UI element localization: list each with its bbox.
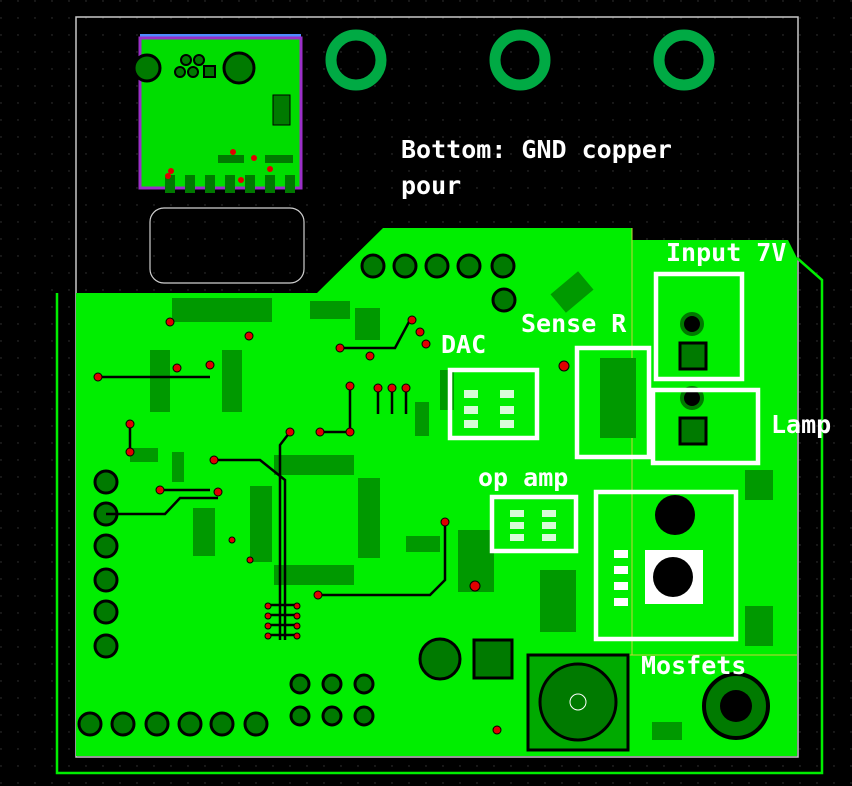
mosfets-box xyxy=(593,489,739,642)
pour-outline xyxy=(55,257,824,775)
silkscreen-boxes xyxy=(447,271,761,642)
input-7v-label: Input 7V xyxy=(666,238,787,267)
op-amp-box xyxy=(489,494,579,554)
bottom-note-line1: Bottom: GND copper xyxy=(401,135,672,164)
lamp-box xyxy=(650,387,761,466)
bottom-note-line2: pour xyxy=(401,171,462,200)
mosfets-label: Mosfets xyxy=(641,651,747,680)
mounting-holes xyxy=(325,29,715,91)
connector-keepout xyxy=(149,207,305,284)
lamp-label: Lamp xyxy=(771,410,832,439)
dac-box xyxy=(447,367,540,441)
pin-header-top xyxy=(360,253,517,313)
op-amp-label: op amp xyxy=(478,463,569,492)
sense-r-box xyxy=(574,345,652,460)
components xyxy=(130,271,773,646)
dac-label: DAC xyxy=(441,330,487,359)
traces xyxy=(98,319,447,640)
sense-r-label: Sense R xyxy=(521,309,627,338)
pin-header-bottom xyxy=(77,673,375,737)
power-components xyxy=(418,312,770,752)
usb-module xyxy=(132,34,303,193)
input-7v-box xyxy=(653,271,745,382)
box-pads xyxy=(464,390,556,541)
